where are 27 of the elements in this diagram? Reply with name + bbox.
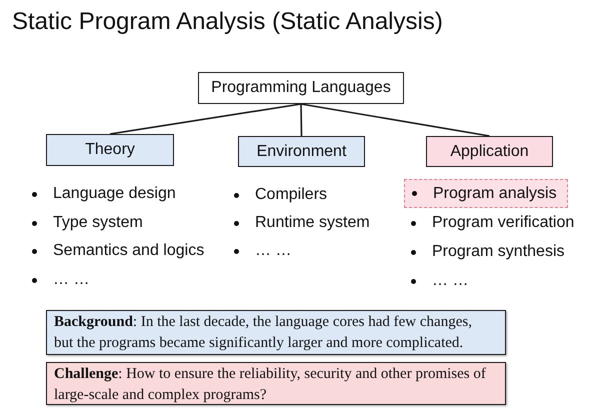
list-item-text: … … <box>53 270 90 290</box>
connector-line <box>300 103 490 137</box>
list-item-text: Runtime system <box>255 213 370 233</box>
box-label: Theory <box>85 140 135 160</box>
connector-line <box>110 103 302 135</box>
note-text: Background: In the last decade, the language cores had few changes, but the programs became significantly larger and more complicated. <box>54 313 473 353</box>
list-item-text: Compilers <box>255 185 328 205</box>
list-item-text: Program verification <box>432 213 574 233</box>
root-topic-box <box>198 72 404 104</box>
list-item-text: Language design <box>53 184 176 204</box>
category-box <box>238 136 365 167</box>
list-item-text: Type system <box>53 213 143 233</box>
list-item-text: Program analysis <box>433 184 557 204</box>
box-label: Application <box>450 142 529 162</box>
highlighted-item-box <box>404 179 568 208</box>
note-text: Challenge: How to ensure the reliability, security and other promises of large-scale and complex programs? <box>54 365 487 405</box>
list-item-text: … … <box>432 271 468 291</box>
diagram-title: Static Program Analysis (Static Analysis) <box>12 7 443 37</box>
list-item-text: … … <box>255 241 292 261</box>
list-item-text: Program synthesis <box>432 242 564 262</box>
category-box <box>46 134 174 166</box>
box-label: Programming Languages <box>211 78 391 98</box>
category-box <box>426 136 553 167</box>
connector-line <box>300 104 302 136</box>
box-label: Environment <box>256 142 346 162</box>
list-item-text: Semantics and logics <box>53 241 204 261</box>
note-box <box>46 310 506 355</box>
